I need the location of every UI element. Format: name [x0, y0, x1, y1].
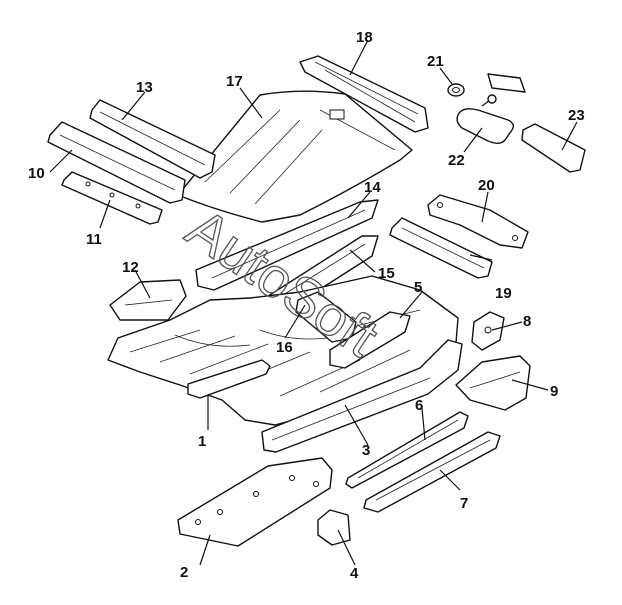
callout-19: 19 [495, 285, 512, 302]
jack-point-bracket [317, 509, 351, 546]
callout-8: 8 [523, 313, 531, 330]
callout-13: 13 [136, 79, 153, 96]
callout-2: 2 [180, 564, 188, 581]
callout-16: 16 [276, 339, 293, 356]
rear-roof-rail [89, 99, 216, 179]
callout-10: 10 [28, 165, 45, 182]
callout-3: 3 [362, 442, 370, 459]
leader-lines [49, 39, 578, 566]
rear-header [47, 121, 186, 204]
underbody-plate [177, 457, 333, 547]
lower-cross-member [389, 217, 493, 279]
sill-reinforcement [345, 411, 469, 489]
roof-plug [447, 83, 465, 97]
callout-1: 1 [198, 433, 206, 450]
sill-inner [261, 339, 463, 453]
callout-11: 11 [86, 231, 102, 248]
sun-visor [521, 123, 586, 173]
callout-7: 7 [460, 495, 468, 512]
wheel-arch-bracket [471, 311, 505, 351]
callout-23: 23 [568, 107, 585, 124]
callout-6: 6 [415, 397, 423, 414]
callout-22: 22 [448, 152, 465, 169]
callout-21: 21 [427, 53, 444, 70]
rear-cross-member [427, 194, 529, 249]
callout-5: 5 [414, 279, 422, 296]
outer-sill [363, 431, 501, 513]
callout-numbers: 1 2 3 4 5 6 7 8 9 10 11 12 13 14 15 16 1… [28, 29, 585, 582]
seat-cross-member [195, 199, 379, 291]
reinforcement-strip [61, 171, 163, 225]
mirror-mount-bracket [487, 73, 526, 93]
callout-9: 9 [550, 383, 558, 400]
callout-4: 4 [350, 565, 359, 582]
rear-floor-bracket [329, 311, 411, 369]
callout-14: 14 [364, 179, 381, 196]
callout-15: 15 [378, 265, 395, 282]
battery-tray [109, 279, 187, 321]
rear-wheel-housing [455, 355, 531, 411]
callout-18: 18 [356, 29, 373, 46]
callout-12: 12 [122, 259, 139, 276]
callout-17: 17 [226, 73, 243, 90]
front-seat-bracket [187, 359, 271, 399]
front-roof-bow [299, 55, 429, 133]
roof-panel [177, 90, 413, 223]
interior-mirror [456, 94, 515, 144]
callout-20: 20 [478, 177, 495, 194]
